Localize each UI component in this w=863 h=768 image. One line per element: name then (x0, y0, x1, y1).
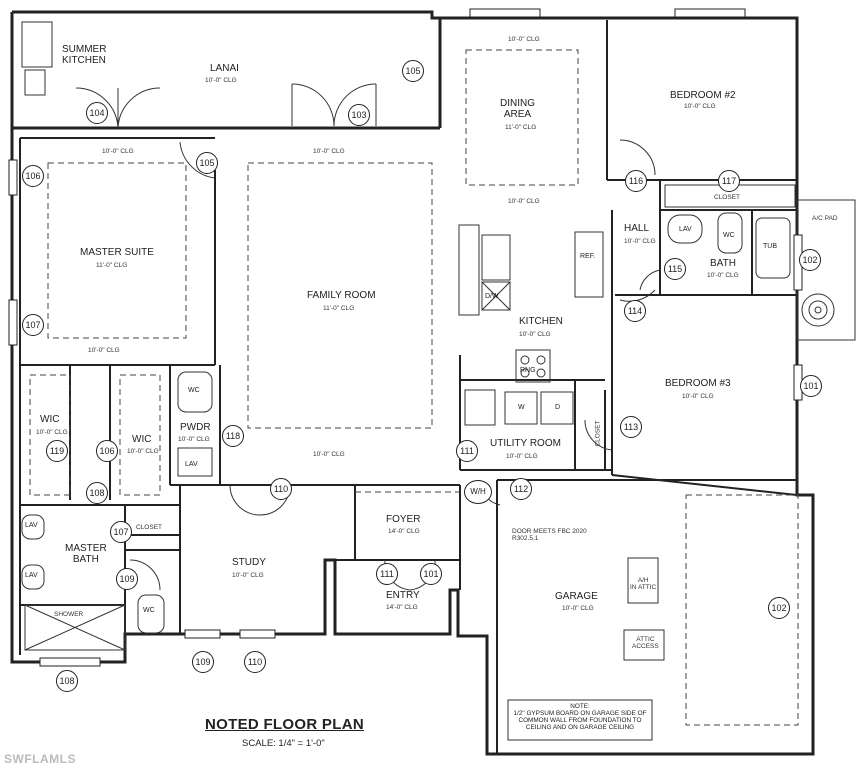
family-bottom-ceiling: 10'-0" CLG (313, 451, 345, 458)
tag-109-study: 109 (192, 651, 214, 673)
water-heater: W/H (464, 480, 492, 504)
closet-master-bath: CLOSET (136, 524, 163, 531)
tag-107-closet: 107 (110, 521, 132, 543)
tag-111-utility: 111 (456, 440, 478, 462)
tag-109-bath: 109 (116, 568, 138, 590)
wic-right-ceiling: 10'-0" CLG (127, 448, 159, 455)
room-foyer: FOYER (386, 514, 421, 525)
tag-101-bedroom: 101 (800, 375, 822, 397)
room-wic-left: WIC (40, 414, 60, 425)
lav-master-2: LAV (25, 572, 38, 579)
tag-108-wic: 108 (86, 482, 108, 504)
room-utility: UTILITY ROOM (490, 438, 561, 449)
attic-access: ATTIC ACCESS (632, 636, 659, 650)
tag-103: 103 (348, 104, 370, 126)
wc-powder: WC (188, 387, 200, 394)
tag-105-master: 105 (196, 152, 218, 174)
master-bottom-ceiling: 10'-0" CLG (88, 347, 120, 354)
tag-117: 117 (718, 170, 740, 192)
tag-101-entry: 101 (420, 563, 442, 585)
ah-in-attic: A/H IN ATTIC (630, 577, 657, 591)
ac-pad-label: A/C PAD (812, 215, 838, 222)
dining-ceiling: 11'-0" CLG (505, 124, 537, 131)
garage-gypsum-note: NOTE: 1/2" GYPSUM BOARD ON GARAGE SIDE O… (513, 703, 647, 731)
study-ceiling: 10'-0" CLG (232, 572, 264, 579)
range-label: RNG (520, 367, 536, 374)
tag-105-lanai: 105 (402, 60, 424, 82)
tag-106-wic: 106 (96, 440, 118, 462)
shower-label: SHOWER (54, 611, 84, 618)
wc-bath: WC (723, 232, 735, 239)
foyer-ceiling: 14'-0" CLG (388, 528, 420, 535)
wc-master-bath: WC (143, 607, 155, 614)
bedroom-3-ceiling: 10'-0" CLG (682, 393, 714, 400)
hall-ceiling: 10'-0" CLG (624, 238, 656, 245)
tag-102-garage: 102 (768, 597, 790, 619)
powder-ceiling: 10'-0" CLG (178, 436, 210, 443)
tag-106-master: 106 (22, 165, 44, 187)
room-powder: PWDR (180, 422, 211, 433)
room-hall: HALL (624, 223, 650, 234)
wic-left-ceiling: 10'-0" CLG (36, 429, 68, 436)
tag-110-study: 110 (270, 478, 292, 500)
room-summer-kitchen: SUMMER KITCHEN (62, 44, 107, 66)
kitchen-top-ceiling: 10'-0" CLG (508, 198, 540, 205)
lav-master-1: LAV (25, 522, 38, 529)
door-note: DOOR MEETS FBC 2020 R302.5.1 (512, 528, 587, 542)
closet-utility: CLOSET (594, 420, 602, 447)
tag-108-bath-window: 108 (56, 670, 78, 692)
room-bath: BATH (710, 258, 736, 269)
tag-113: 113 (620, 416, 642, 438)
tag-111-entry: 111 (376, 563, 398, 585)
plan-scale: SCALE: 1/4" = 1'-0" (242, 738, 325, 749)
family-room-ceiling: 11'-0" CLG (323, 305, 355, 312)
room-study: STUDY (232, 557, 266, 568)
tag-115: 115 (664, 258, 686, 280)
master-top-ceiling: 10'-0" CLG (102, 148, 134, 155)
tag-118: 118 (222, 425, 244, 447)
room-bedroom-2: BEDROOM #2 (670, 90, 736, 101)
refrigerator-label: REF. (580, 253, 596, 260)
tub-label: TUB (763, 243, 777, 250)
room-master-bath: MASTER BATH (65, 543, 107, 565)
room-entry: ENTRY (386, 590, 420, 601)
tag-119: 119 (46, 440, 68, 462)
entry-ceiling: 14'-0" CLG (386, 604, 418, 611)
plan-title: NOTED FLOOR PLAN (205, 716, 364, 733)
dishwasher-label: D/W (485, 293, 499, 300)
room-bedroom-3: BEDROOM #3 (665, 378, 731, 389)
tag-102-bath: 102 (799, 249, 821, 271)
room-wic-right: WIC (132, 434, 152, 445)
bath-ceiling: 10'-0" CLG (707, 272, 739, 279)
dining-top-ceiling: 10'-0" CLG (508, 36, 540, 43)
tag-110-study-window: 110 (244, 651, 266, 673)
utility-ceiling: 10'-0" CLG (506, 453, 538, 460)
washer-label: W (518, 404, 525, 411)
room-lanai: LANAI (210, 63, 239, 74)
lanai-ceiling: 10'-0" CLG (205, 77, 237, 84)
kitchen-ceiling: 10'-0" CLG (519, 331, 551, 338)
tag-114: 114 (624, 300, 646, 322)
closet-bedroom-2: CLOSET (714, 194, 741, 201)
tag-116: 116 (625, 170, 647, 192)
dryer-label: D (555, 404, 561, 411)
room-family-room: FAMILY ROOM (307, 290, 376, 301)
garage-ceiling: 10'-0" CLG (562, 605, 594, 612)
room-garage: GARAGE (555, 591, 598, 602)
room-kitchen: KITCHEN (519, 316, 563, 327)
master-suite-ceiling: 11'-0" CLG (96, 262, 128, 269)
tag-104: 104 (86, 102, 108, 124)
room-dining-area: DINING AREA (500, 98, 535, 120)
family-top-ceiling: 10'-0" CLG (313, 148, 345, 155)
room-master-suite: MASTER SUITE (80, 247, 154, 258)
watermark: SWFLAMLS (4, 752, 76, 766)
lav-powder: LAV (185, 461, 198, 468)
lav-bath: LAV (679, 226, 692, 233)
tag-107-master: 107 (22, 314, 44, 336)
bedroom-2-ceiling: 10'-0" CLG (684, 103, 716, 110)
tag-112: 112 (510, 478, 532, 500)
